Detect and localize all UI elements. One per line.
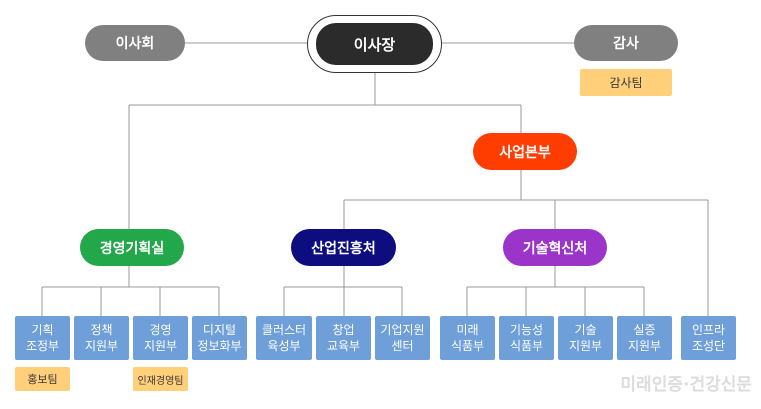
pr-team-tag: 홍보팀 (15, 367, 70, 391)
tech-innovation-dept-node: 기술혁신처 (503, 229, 607, 266)
unit-future-food: 미래 식품부 (440, 316, 495, 360)
unit-infrastructure: 인프라 조성단 (681, 316, 736, 360)
industry-promotion-dept-node: 산업진흥처 (291, 229, 396, 266)
unit-cluster-development: 클러스터 육성부 (256, 316, 312, 360)
unit-planning-coordination: 기획 조정부 (15, 316, 70, 360)
ceo-node: 이사장 (316, 23, 433, 65)
unit-startup-education: 창업 교육부 (316, 316, 371, 360)
business-division-node: 사업본부 (473, 133, 577, 170)
unit-verification-support: 실증 지원부 (617, 316, 672, 360)
unit-management-support: 경영 지원부 (133, 316, 188, 360)
board-node: 이사회 (85, 25, 185, 61)
unit-technical-support: 기술 지원부 (558, 316, 613, 360)
audit-team-tag: 감사팀 (580, 69, 672, 96)
unit-policy-support: 정책 지원부 (74, 316, 129, 360)
publisher-watermark: 미래인증·건강신문 (620, 374, 752, 395)
unit-business-support-center: 기업지원 센터 (375, 316, 430, 360)
management-planning-office-node: 경영기획실 (80, 229, 184, 266)
audit-node: 감사 (574, 25, 678, 61)
hr-team-tag: 인재경영팀 (133, 367, 188, 391)
unit-digital-information: 디지털 정보화부 (192, 316, 247, 360)
unit-functional-food: 기능성 식품부 (499, 316, 554, 360)
